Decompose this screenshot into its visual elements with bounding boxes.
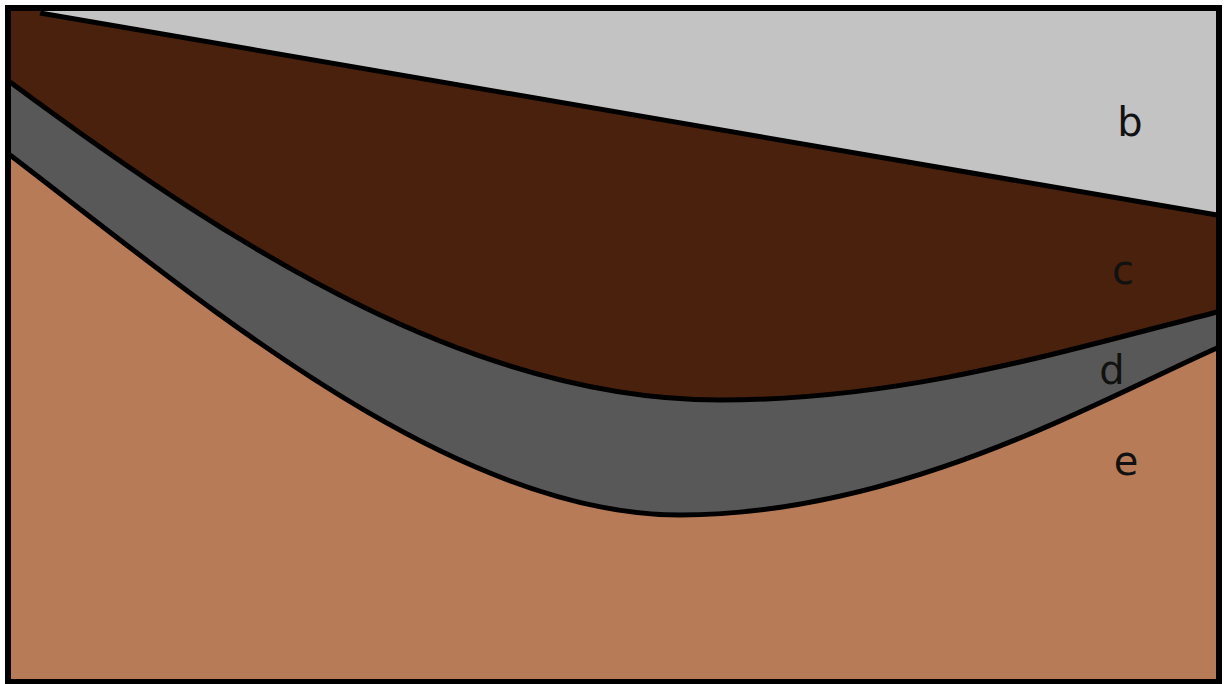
layer-label: c xyxy=(1112,250,1134,290)
boundary-line xyxy=(10,82,1217,400)
layer-c-fill xyxy=(10,10,1217,400)
layer-b-fill xyxy=(40,10,1217,215)
layer-label: b xyxy=(1117,102,1142,142)
layer-label: d xyxy=(1099,350,1124,390)
layer-e-fill xyxy=(10,10,1217,680)
boundary-line xyxy=(40,13,1217,215)
boundary-line xyxy=(10,155,1217,515)
layer-boundaries xyxy=(10,13,1217,515)
layer-d-fill xyxy=(10,10,1217,515)
frame xyxy=(8,8,1219,682)
layer-label: e xyxy=(1114,441,1139,481)
